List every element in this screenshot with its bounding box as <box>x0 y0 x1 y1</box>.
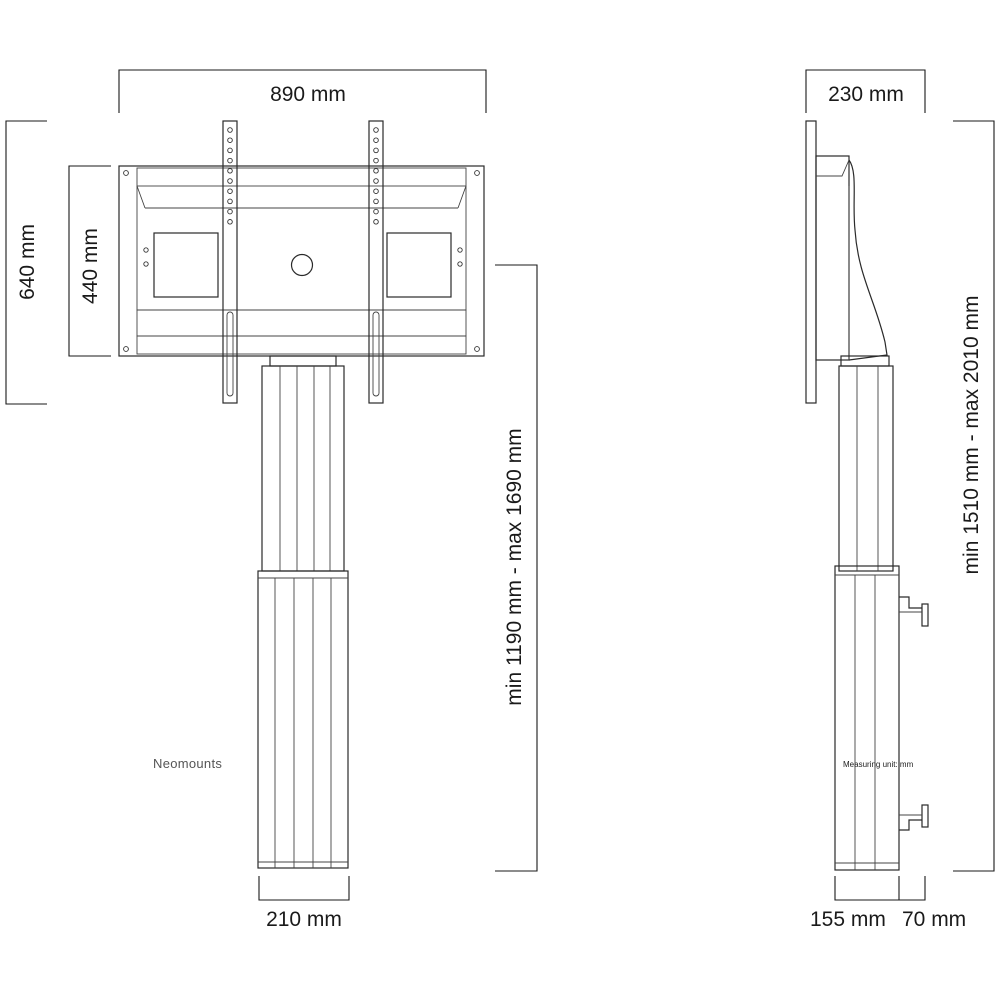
arm-left-hole <box>227 137 233 143</box>
total-height-label: 640 mm <box>16 224 39 300</box>
arm-left-hole <box>227 157 233 164</box>
arm-left-hole <box>227 208 233 215</box>
base-depth-label: 155 mm <box>810 908 886 931</box>
side-mount-bracket <box>815 155 890 367</box>
arm-left-hole <box>227 147 233 154</box>
arm-left-hole <box>227 188 233 194</box>
plate-height-dimension: 440 mm <box>68 165 111 357</box>
foot-depth-label: 70 mm <box>902 908 966 931</box>
measuring-unit-note: Measuring unit: mm <box>843 760 914 769</box>
width-dimension: 890 mm <box>118 69 487 113</box>
column-width-label: 210 mm <box>266 908 342 931</box>
depth-dimension: 230 mm <box>805 69 926 113</box>
vesa-arm-left <box>222 120 238 404</box>
front-column <box>257 355 349 869</box>
front-view: 890 mm 640 mm 440 mm min 1190 mm - max 1… <box>5 69 538 931</box>
arm-left-hole <box>227 219 233 225</box>
center-hole <box>290 253 314 277</box>
front-height-range-dimension: min 1190 mm - max 1690 mm <box>495 264 538 872</box>
side-height-range-label: min 1510 mm - max 2010 mm <box>960 296 983 575</box>
arm-right-hole <box>373 168 379 174</box>
arm-left-hole <box>227 168 233 174</box>
arm-left-hole <box>227 178 233 184</box>
arm-right-hole <box>373 127 379 133</box>
arm-right-hole <box>373 198 379 205</box>
base-depth-dimension: 155 mm 70 mm <box>810 876 966 931</box>
arm-right-hole <box>373 147 379 154</box>
arm-right-hole <box>373 208 379 215</box>
depth-label: 230 mm <box>828 83 904 106</box>
vesa-window-left <box>153 232 219 298</box>
arm-right-hole <box>373 219 379 225</box>
arm-right-hole <box>373 157 379 164</box>
side-view: 230 mm min 1510 mm - max 2010 mm 155 mm … <box>805 69 995 931</box>
column-width-dimension: 210 mm <box>258 876 350 931</box>
width-label: 890 mm <box>270 83 346 106</box>
wall-plate <box>118 165 485 357</box>
arm-right-hole <box>373 178 379 184</box>
vesa-window-right <box>386 232 452 298</box>
vesa-arm-right <box>368 120 384 404</box>
side-column <box>834 365 900 871</box>
wall-bracket-lower <box>899 804 929 831</box>
arm-right-hole <box>373 188 379 194</box>
side-height-range-dimension: min 1510 mm - max 2010 mm <box>953 120 995 872</box>
plate-height-label: 440 mm <box>79 228 102 304</box>
front-height-range-label: min 1190 mm - max 1690 mm <box>503 428 526 705</box>
brand-logo: Neomounts <box>153 756 222 771</box>
arm-left-hole <box>227 127 233 133</box>
display-panel-edge <box>805 120 817 404</box>
wall-bracket-upper <box>899 596 929 627</box>
arm-right-hole <box>373 137 379 143</box>
arm-left-hole <box>227 198 233 205</box>
total-height-dimension: 640 mm <box>5 120 47 405</box>
